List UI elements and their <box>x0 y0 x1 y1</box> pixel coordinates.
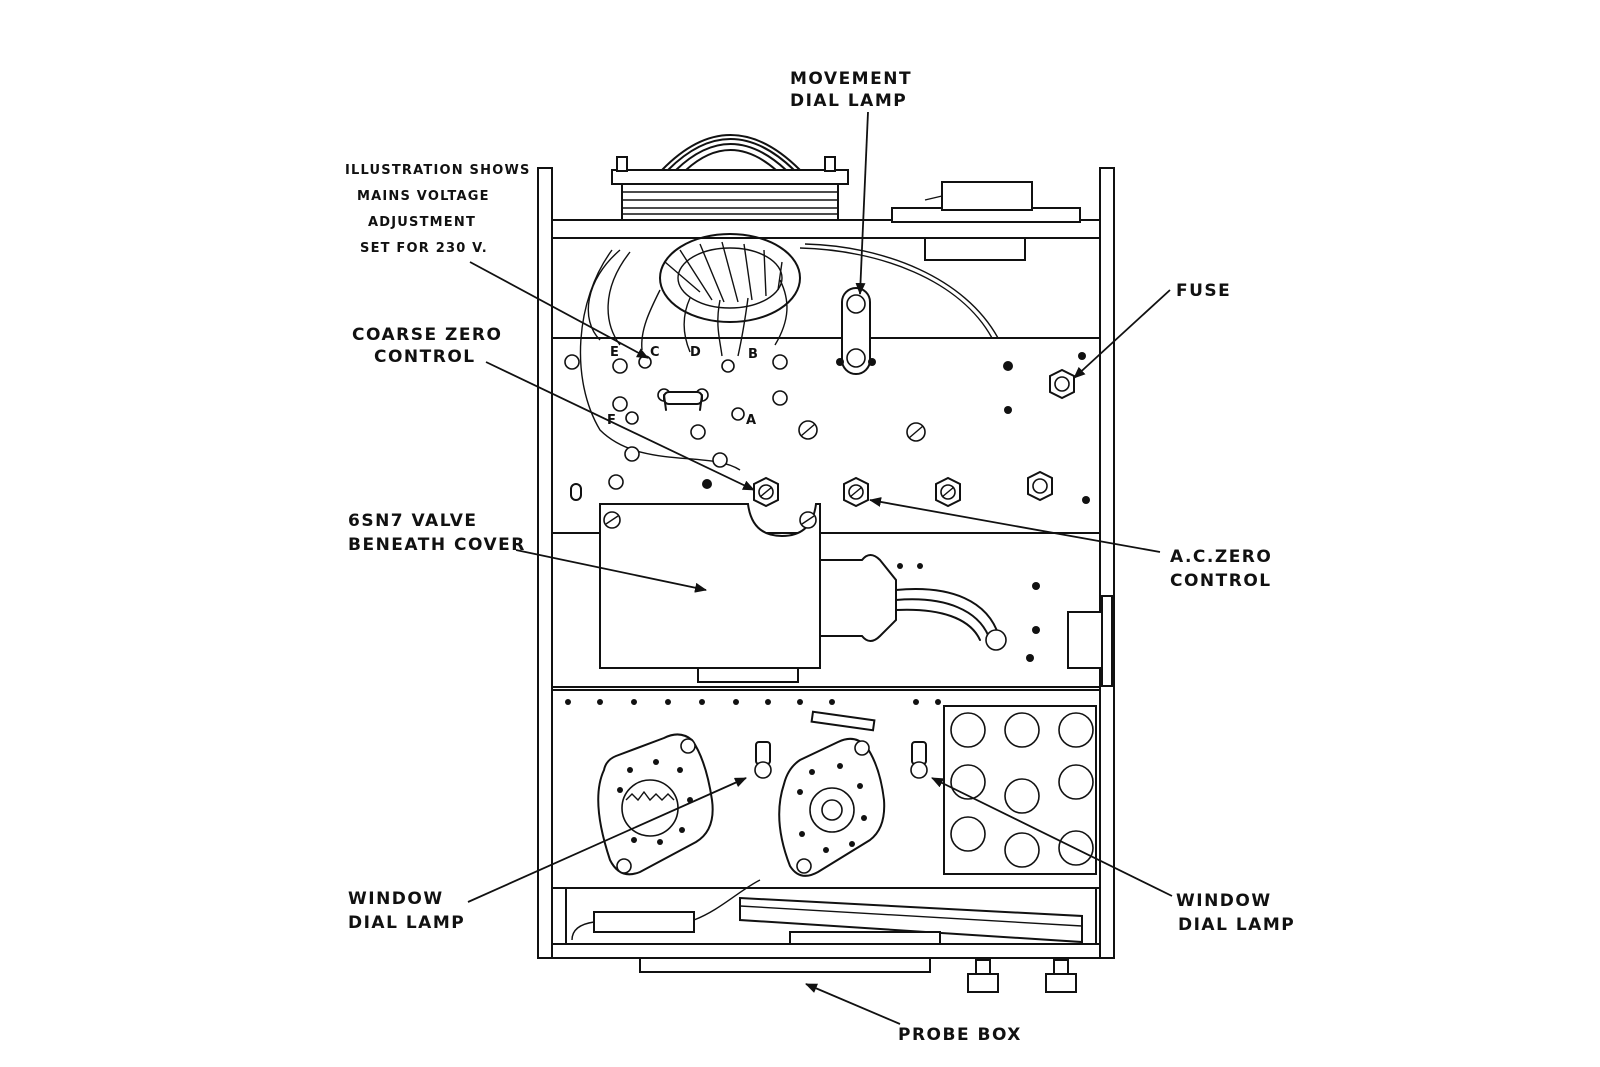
left-valve-socket <box>597 733 714 876</box>
label-coarse-zero-control: COARSE ZERO CONTROL <box>352 325 502 367</box>
fuse-label: FUSE <box>1176 281 1231 301</box>
label-ac-zero-control: A.C.ZERO CONTROL <box>1170 547 1272 591</box>
window-right-line1: WINDOW <box>1176 891 1272 911</box>
tap-letter-c: C <box>650 345 661 360</box>
ac-zero-nut-1 <box>843 476 869 508</box>
zero-control-nuts <box>753 470 1053 508</box>
arrow-coarse-zero <box>485 361 755 491</box>
window-left-line1: WINDOW <box>348 889 444 909</box>
middle-panel <box>551 532 1101 688</box>
left-side-rail <box>537 167 553 959</box>
label-valve-cover: 6SN7 VALVE BENEATH COVER <box>348 511 526 555</box>
coarse-zero-line2: CONTROL <box>374 347 476 367</box>
window-dial-lamp-right-holder <box>910 741 928 779</box>
right-side-rail <box>1099 167 1115 959</box>
arrow-window-left <box>467 777 747 903</box>
rivet-row <box>565 699 941 705</box>
probe-box-label: PROBE BOX <box>898 1025 1022 1045</box>
arrow-probe-box <box>805 983 901 1025</box>
label-illustration-note: ILLUSTRATION SHOWS MAINS VOLTAGE ADJUSTM… <box>345 163 531 256</box>
voltage-tap-screws <box>564 354 788 490</box>
note-line1: ILLUSTRATION SHOWS <box>345 163 531 178</box>
valve-cover-line1: 6SN7 VALVE <box>348 511 477 531</box>
arrow-illustration-note <box>469 261 649 359</box>
base-plate <box>551 943 1101 959</box>
arrow-window-right <box>931 777 1173 897</box>
tap-letter-a: A <box>746 413 757 428</box>
arrow-ac-zero <box>869 497 1161 553</box>
tap-letter-e: E <box>610 345 620 360</box>
tap-letter-d: D <box>690 345 702 360</box>
mains-transformer <box>611 134 849 323</box>
valve-cover-line2: BENEATH COVER <box>348 535 526 555</box>
ac-zero-nut-2 <box>935 476 961 508</box>
coarse-zero-nut <box>753 476 779 508</box>
label-movement-dial-lamp: MOVEMENT DIAL LAMP <box>790 69 912 111</box>
tap-letter-b: B <box>748 347 759 362</box>
window-left-line2: DIAL LAMP <box>348 913 465 933</box>
label-probe-box: PROBE BOX <box>898 1025 1022 1045</box>
capacitor-block <box>891 181 1081 261</box>
tap-letters: E C D B F A <box>607 345 759 428</box>
note-line3: ADJUSTMENT <box>368 215 476 230</box>
coarse-zero-line1: COARSE ZERO <box>352 325 502 345</box>
valve-cover <box>599 503 821 683</box>
probe-box-assembly <box>565 879 1097 993</box>
arrow-fuse <box>1073 289 1171 379</box>
transformer-leads <box>579 243 999 471</box>
window-dial-lamp-left-holder <box>754 741 772 779</box>
valve-socket-cable <box>819 554 1113 687</box>
label-fuse: FUSE <box>1176 281 1231 301</box>
label-window-dial-lamp-right: WINDOW DIAL LAMP <box>1176 891 1295 935</box>
ac-zero-nut-3 <box>1027 470 1053 502</box>
dial-window-grid <box>943 705 1097 875</box>
right-valve-socket <box>778 710 886 877</box>
arrow-movement-dial-lamp <box>855 111 869 295</box>
slotted-screws <box>570 420 1090 504</box>
note-line4: SET FOR 230 V. <box>360 241 488 256</box>
fuse-holder <box>1003 352 1086 414</box>
arrow-valve-cover <box>515 549 707 593</box>
window-right-line2: DIAL LAMP <box>1178 915 1295 935</box>
movement-label-line2: DIAL LAMP <box>790 91 907 111</box>
movement-label-line1: MOVEMENT <box>790 69 912 89</box>
note-line2: MAINS VOLTAGE <box>357 189 490 204</box>
label-window-dial-lamp-left: WINDOW DIAL LAMP <box>348 889 465 933</box>
ac-zero-line1: A.C.ZERO <box>1170 547 1272 567</box>
tap-letter-f: F <box>607 413 617 428</box>
movement-dial-lamp <box>836 287 876 375</box>
ac-zero-line2: CONTROL <box>1170 571 1272 591</box>
